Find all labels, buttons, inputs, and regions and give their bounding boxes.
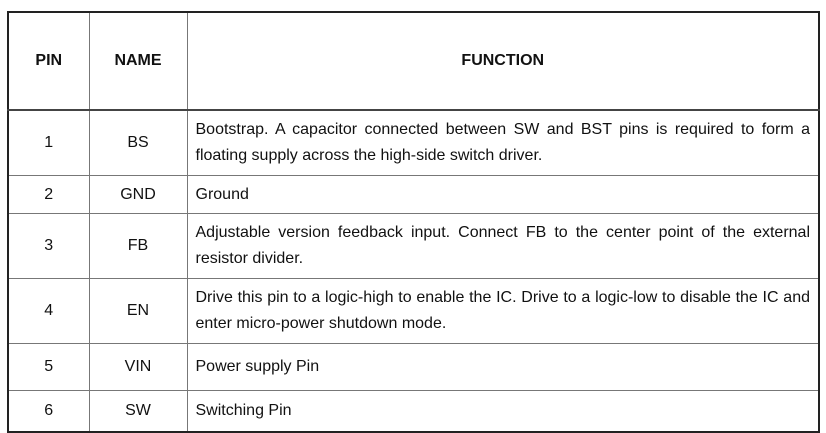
- pin-function: Ground: [186, 175, 820, 214]
- pin-number: 1: [7, 109, 90, 176]
- pin-function: Switching Pin: [186, 390, 820, 433]
- pin-number: 6: [7, 390, 90, 433]
- pin-number: 4: [7, 278, 90, 344]
- table-row: 4 EN Drive this pin to a logic-high to e…: [7, 278, 820, 344]
- pin-number: 2: [7, 175, 90, 214]
- header-pin: PIN: [7, 11, 90, 111]
- table-row: 2 GND Ground: [7, 175, 820, 214]
- pin-name: FB: [88, 213, 188, 279]
- pin-function: Drive this pin to a logic-high to enable…: [186, 278, 820, 344]
- pin-number: 5: [7, 343, 90, 391]
- table-row: 3 FB Adjustable version feedback input. …: [7, 213, 820, 279]
- header-function: FUNCTION: [186, 11, 820, 111]
- pin-function-table: PIN NAME FUNCTION 1 BS Bootstrap. A capa…: [7, 11, 820, 433]
- pin-function: Bootstrap. A capacitor connected between…: [186, 109, 820, 176]
- pin-name: BS: [88, 109, 188, 176]
- pin-name: EN: [88, 278, 188, 344]
- table-row: 5 VIN Power supply Pin: [7, 343, 820, 391]
- pin-number: 3: [7, 213, 90, 279]
- pin-name: VIN: [88, 343, 188, 391]
- pin-name: SW: [88, 390, 188, 433]
- pin-function: Power supply Pin: [186, 343, 820, 391]
- header-name: NAME: [88, 11, 188, 111]
- pin-name: GND: [88, 175, 188, 214]
- table-row: 6 SW Switching Pin: [7, 390, 820, 433]
- pin-function: Adjustable version feedback input. Conne…: [186, 213, 820, 279]
- table-row: 1 BS Bootstrap. A capacitor connected be…: [7, 109, 820, 176]
- table-header-row: PIN NAME FUNCTION: [7, 11, 820, 111]
